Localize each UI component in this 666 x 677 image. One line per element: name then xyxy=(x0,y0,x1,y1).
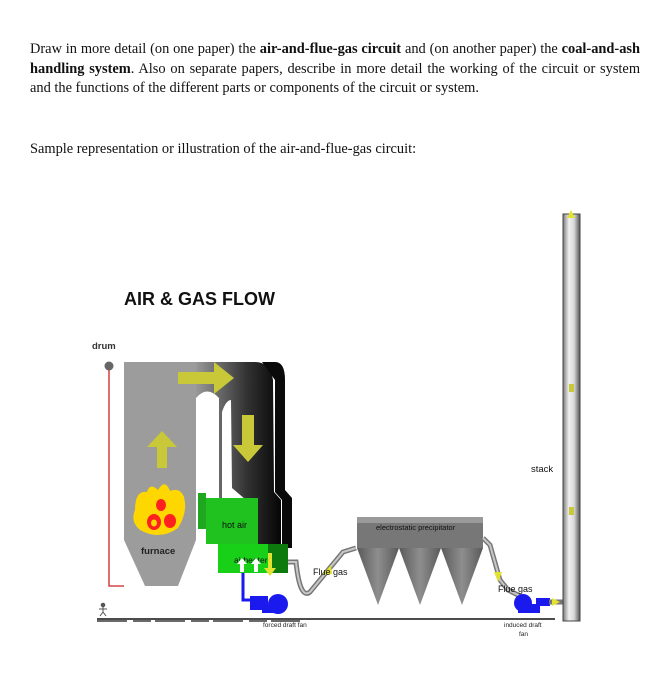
instructions-bold-1: air-and-flue-gas circuit xyxy=(259,41,402,57)
stack-arrow-icon xyxy=(569,384,574,392)
flue-gas-arrow-2-icon xyxy=(494,572,502,582)
drum-label: drum xyxy=(92,341,116,352)
top-right-arrow-icon xyxy=(178,362,234,394)
forced-draft-fan-label: forced draft fan xyxy=(263,622,307,629)
airheater-label: airheater xyxy=(234,555,268,565)
hot-air-connector xyxy=(198,493,206,529)
hot-air-label: hot air xyxy=(222,520,247,530)
flame-icon xyxy=(133,484,186,536)
fd-fan-duct xyxy=(241,573,255,602)
esp-label: electrostatic precipitator xyxy=(376,523,456,532)
duct-down-arrow-icon xyxy=(233,415,263,462)
person-icon xyxy=(99,602,107,617)
furnace-label: furnace xyxy=(141,546,175,557)
sample-caption: Sample representation or illustration of… xyxy=(30,141,417,157)
drum-icon xyxy=(104,361,114,371)
flue-gas-arrow-1-icon xyxy=(322,565,332,575)
induced-draft-fan-icon xyxy=(514,594,550,613)
instructions-text-2: and (on another paper) the xyxy=(401,41,562,57)
induced-draft-fan-label-1: induced draft xyxy=(504,622,542,629)
airheater-down-arrow-icon xyxy=(264,553,276,576)
gas-duct-shadow xyxy=(262,362,292,548)
flue-gas-label-2: Flue gas xyxy=(498,584,533,594)
electrostatic-precipitator xyxy=(357,517,483,605)
drum-downcomer-line xyxy=(108,370,124,587)
diagram-title: AIR & GAS FLOW xyxy=(124,289,275,309)
hot-air-duct xyxy=(206,498,258,544)
stack-top-arrow-icon xyxy=(567,210,575,218)
flue-gas-label-1: Flue gas xyxy=(313,567,348,577)
instructions-bold-2: coal-and-ash handling system xyxy=(30,41,641,77)
stack-arrow-icon xyxy=(569,507,574,515)
airheater-arrows-icon xyxy=(237,558,261,572)
forced-draft-fan-icon xyxy=(250,594,288,614)
instructions-paragraph: Draw in more detail (on one paper) the a… xyxy=(30,40,640,99)
instructions-text-1: Draw in more detail (on one paper) the xyxy=(30,41,260,57)
stack-label: stack xyxy=(531,464,553,475)
instructions-text-3: . Also on separate papers, describe in m… xyxy=(30,60,641,97)
induced-draft-fan-label-2: fan xyxy=(519,631,528,638)
ground-line xyxy=(97,618,555,622)
stack xyxy=(562,213,581,622)
furnace-up-arrow-icon xyxy=(147,431,177,468)
stack-inlet-arrow-icon xyxy=(552,598,560,606)
